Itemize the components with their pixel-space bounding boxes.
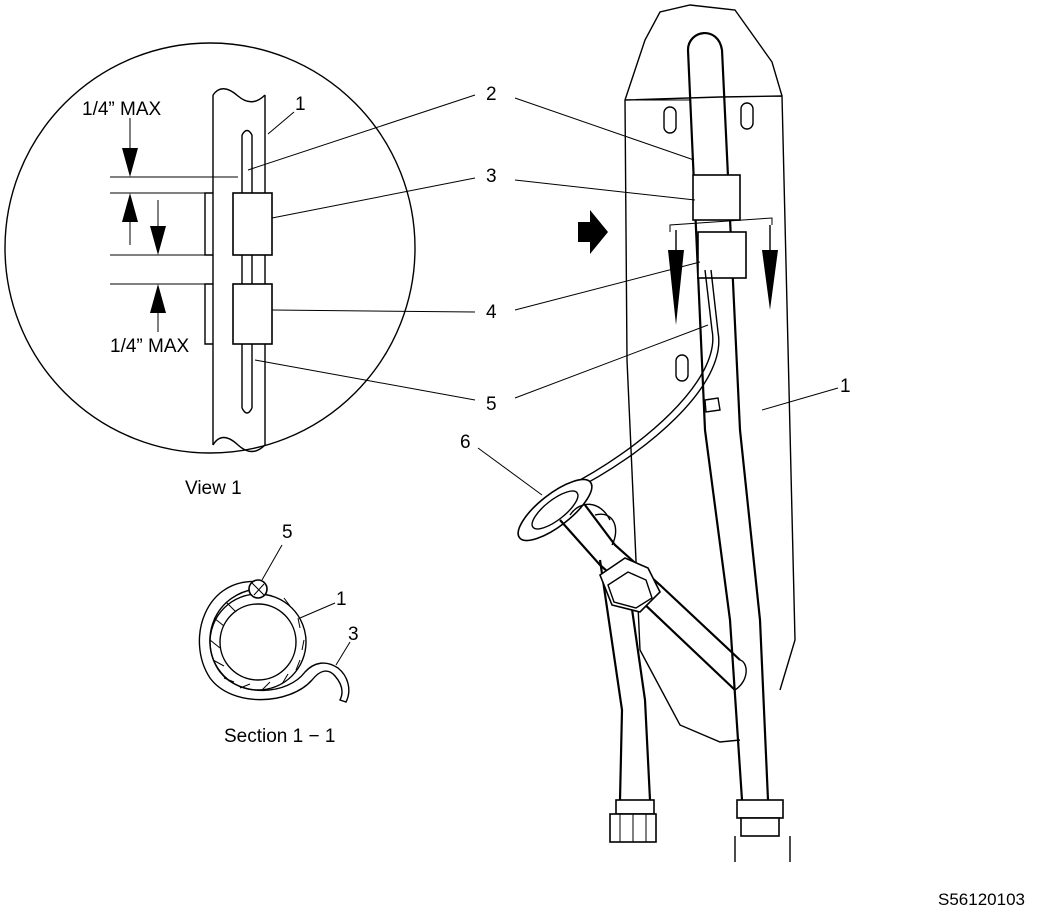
view-1-detail: 1/4” MAX 1/4” MAX 1 View 1 (4, 42, 416, 499)
view-arrow-right (762, 250, 778, 310)
callout-main-6: 6 (460, 432, 471, 453)
section-1-1: 5 1 3 Section 1 − 1 (198, 522, 359, 747)
callout-main-4: 4 (486, 302, 497, 323)
callout-main-1: 1 (840, 376, 851, 397)
view-pipe (212, 88, 266, 453)
section-clip (198, 580, 350, 703)
main-pipe (686, 32, 791, 862)
section-title: Section 1 − 1 (224, 726, 335, 747)
callout-section-3: 3 (348, 624, 359, 645)
ground-wire (564, 269, 714, 489)
view-arrow-left (668, 250, 684, 325)
callout-main-3: 3 (486, 166, 497, 187)
view-callout-leaders (247, 94, 476, 401)
callout-main-5: 5 (486, 394, 497, 415)
fuel-sender-fitting (517, 478, 747, 691)
main-assembly: 2 3 4 5 1 6 (460, 4, 851, 862)
view-clip-lower (232, 283, 273, 345)
forward-arrow (578, 210, 608, 254)
detail-circle (4, 42, 416, 454)
callout-section-1: 1 (336, 589, 347, 610)
callout-main-2: 2 (486, 84, 497, 105)
dimension-label-top: 1/4” MAX (82, 99, 162, 120)
view-clip-upper (232, 192, 273, 256)
callout-section-5: 5 (282, 522, 293, 543)
main-clip-upper (692, 174, 741, 221)
dimension-marks (110, 118, 238, 332)
mounting-bracket (624, 4, 796, 743)
view-title: View 1 (185, 478, 242, 499)
figure-id: S56120103 (938, 890, 1025, 909)
main-clip-lower (697, 231, 747, 279)
callout-view-1: 1 (295, 94, 306, 115)
dimension-label-bottom: 1/4” MAX (110, 336, 190, 357)
